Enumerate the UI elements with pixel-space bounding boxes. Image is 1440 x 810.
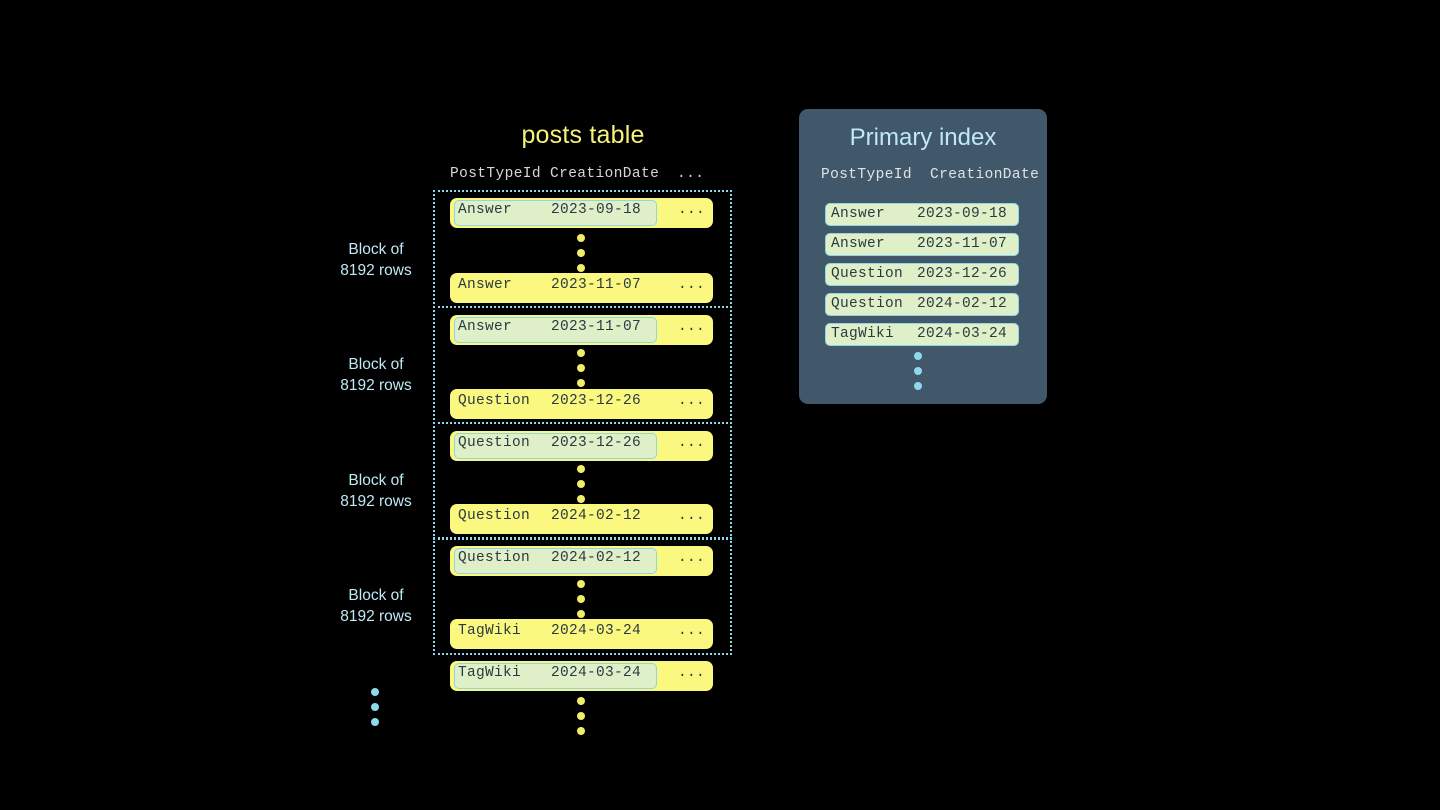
index-row: TagWiki 2024-03-24 [825,323,1019,346]
row-ellipsis-icon [577,234,586,279]
cell-posttypeid: Answer [458,319,513,335]
cell-creationdate: 2023-11-07 [917,236,1008,252]
cell-creationdate: 2023-09-18 [551,202,642,218]
block-list-ellipsis-icon [371,688,380,733]
table-row-trailing: TagWiki 2024-03-24 ... [450,661,713,691]
cell-creationdate: 2023-11-07 [551,319,642,335]
row-ellipsis-icon [577,349,586,394]
cell-posttypeid: Question [458,393,531,409]
cell-more: ... [678,508,706,524]
cell-more: ... [678,393,706,409]
table-row: Question 2024-02-12 ... [450,546,713,576]
primary-index-ellipsis-icon [914,352,923,397]
table-row: Question 2023-12-26 ... [450,431,713,461]
block-label-1: Block of 8192 rows [296,239,456,281]
table-row: Answer 2023-11-07 ... [450,273,713,303]
index-row: Answer 2023-11-07 [825,233,1019,256]
column-header-posttypeid: PostTypeId [450,166,542,182]
cell-posttypeid: Question [831,296,904,312]
primary-index-title: Primary index [849,124,997,151]
cell-more: ... [678,319,706,335]
cell-creationdate: 2023-12-26 [551,435,642,451]
cell-posttypeid: Question [458,435,531,451]
column-header-creationdate: CreationDate [930,167,1040,183]
cell-more: ... [678,202,706,218]
cell-posttypeid: Question [458,508,531,524]
block-label-4: Block of 8192 rows [296,585,456,627]
block-label-line2: 8192 rows [340,262,412,279]
block-label-line1: Block of [348,356,404,373]
cell-creationdate: 2024-02-12 [551,508,642,524]
column-header-creationdate: CreationDate [550,166,660,182]
index-row: Question 2024-02-12 [825,293,1019,316]
cell-creationdate: 2023-09-18 [917,206,1008,222]
posts-table-title: posts table [521,121,645,149]
row-ellipsis-icon [577,580,586,625]
table-block-4 [433,537,732,655]
cell-more: ... [678,665,706,681]
row-highlight-box [454,548,657,574]
table-trailing-ellipsis-icon [577,697,586,742]
row-highlight-box [454,317,657,343]
row-highlight-box [454,433,657,459]
table-row: Question 2024-02-12 ... [450,504,713,534]
table-row: Answer 2023-09-18 ... [450,198,713,228]
primary-index-column-headers: PostTypeId CreationDate [821,167,1039,187]
cell-more: ... [678,550,706,566]
cell-posttypeid: Answer [458,202,513,218]
cell-creationdate: 2023-12-26 [917,266,1008,282]
table-row: Answer 2023-11-07 ... [450,315,713,345]
column-header-more: ... [677,166,705,182]
cell-posttypeid: TagWiki [458,623,522,639]
block-label-3: Block of 8192 rows [296,470,456,512]
cell-posttypeid: Answer [831,206,886,222]
cell-creationdate: 2024-03-24 [551,623,642,639]
table-block-3 [433,422,732,540]
cell-posttypeid: Question [458,550,531,566]
cell-creationdate: 2024-03-24 [917,326,1008,342]
block-label-line1: Block of [348,587,404,604]
cell-posttypeid: TagWiki [831,326,895,342]
block-label-line2: 8192 rows [340,377,412,394]
row-highlight-box [454,200,657,226]
row-highlight-box [454,663,657,689]
cell-creationdate: 2023-11-07 [551,277,642,293]
cell-posttypeid: Question [831,266,904,282]
block-label-line1: Block of [348,472,404,489]
block-label-line1: Block of [348,241,404,258]
cell-posttypeid: Answer [831,236,886,252]
index-row: Answer 2023-09-18 [825,203,1019,226]
cell-creationdate: 2024-02-12 [551,550,642,566]
posts-table-column-headers: PostTypeId CreationDate ... [450,166,713,186]
block-label-2: Block of 8192 rows [296,354,456,396]
column-header-posttypeid: PostTypeId [821,167,913,183]
table-row: TagWiki 2024-03-24 ... [450,619,713,649]
cell-more: ... [678,277,706,293]
cell-creationdate: 2024-03-24 [551,665,642,681]
cell-posttypeid: TagWiki [458,665,522,681]
block-label-line2: 8192 rows [340,608,412,625]
index-row: Question 2023-12-26 [825,263,1019,286]
primary-index-panel: Primary index PostTypeId CreationDate An… [799,109,1047,404]
table-row: Question 2023-12-26 ... [450,389,713,419]
cell-more: ... [678,623,706,639]
cell-creationdate: 2024-02-12 [917,296,1008,312]
block-label-line2: 8192 rows [340,493,412,510]
cell-creationdate: 2023-12-26 [551,393,642,409]
cell-more: ... [678,435,706,451]
cell-posttypeid: Answer [458,277,513,293]
row-ellipsis-icon [577,465,586,510]
